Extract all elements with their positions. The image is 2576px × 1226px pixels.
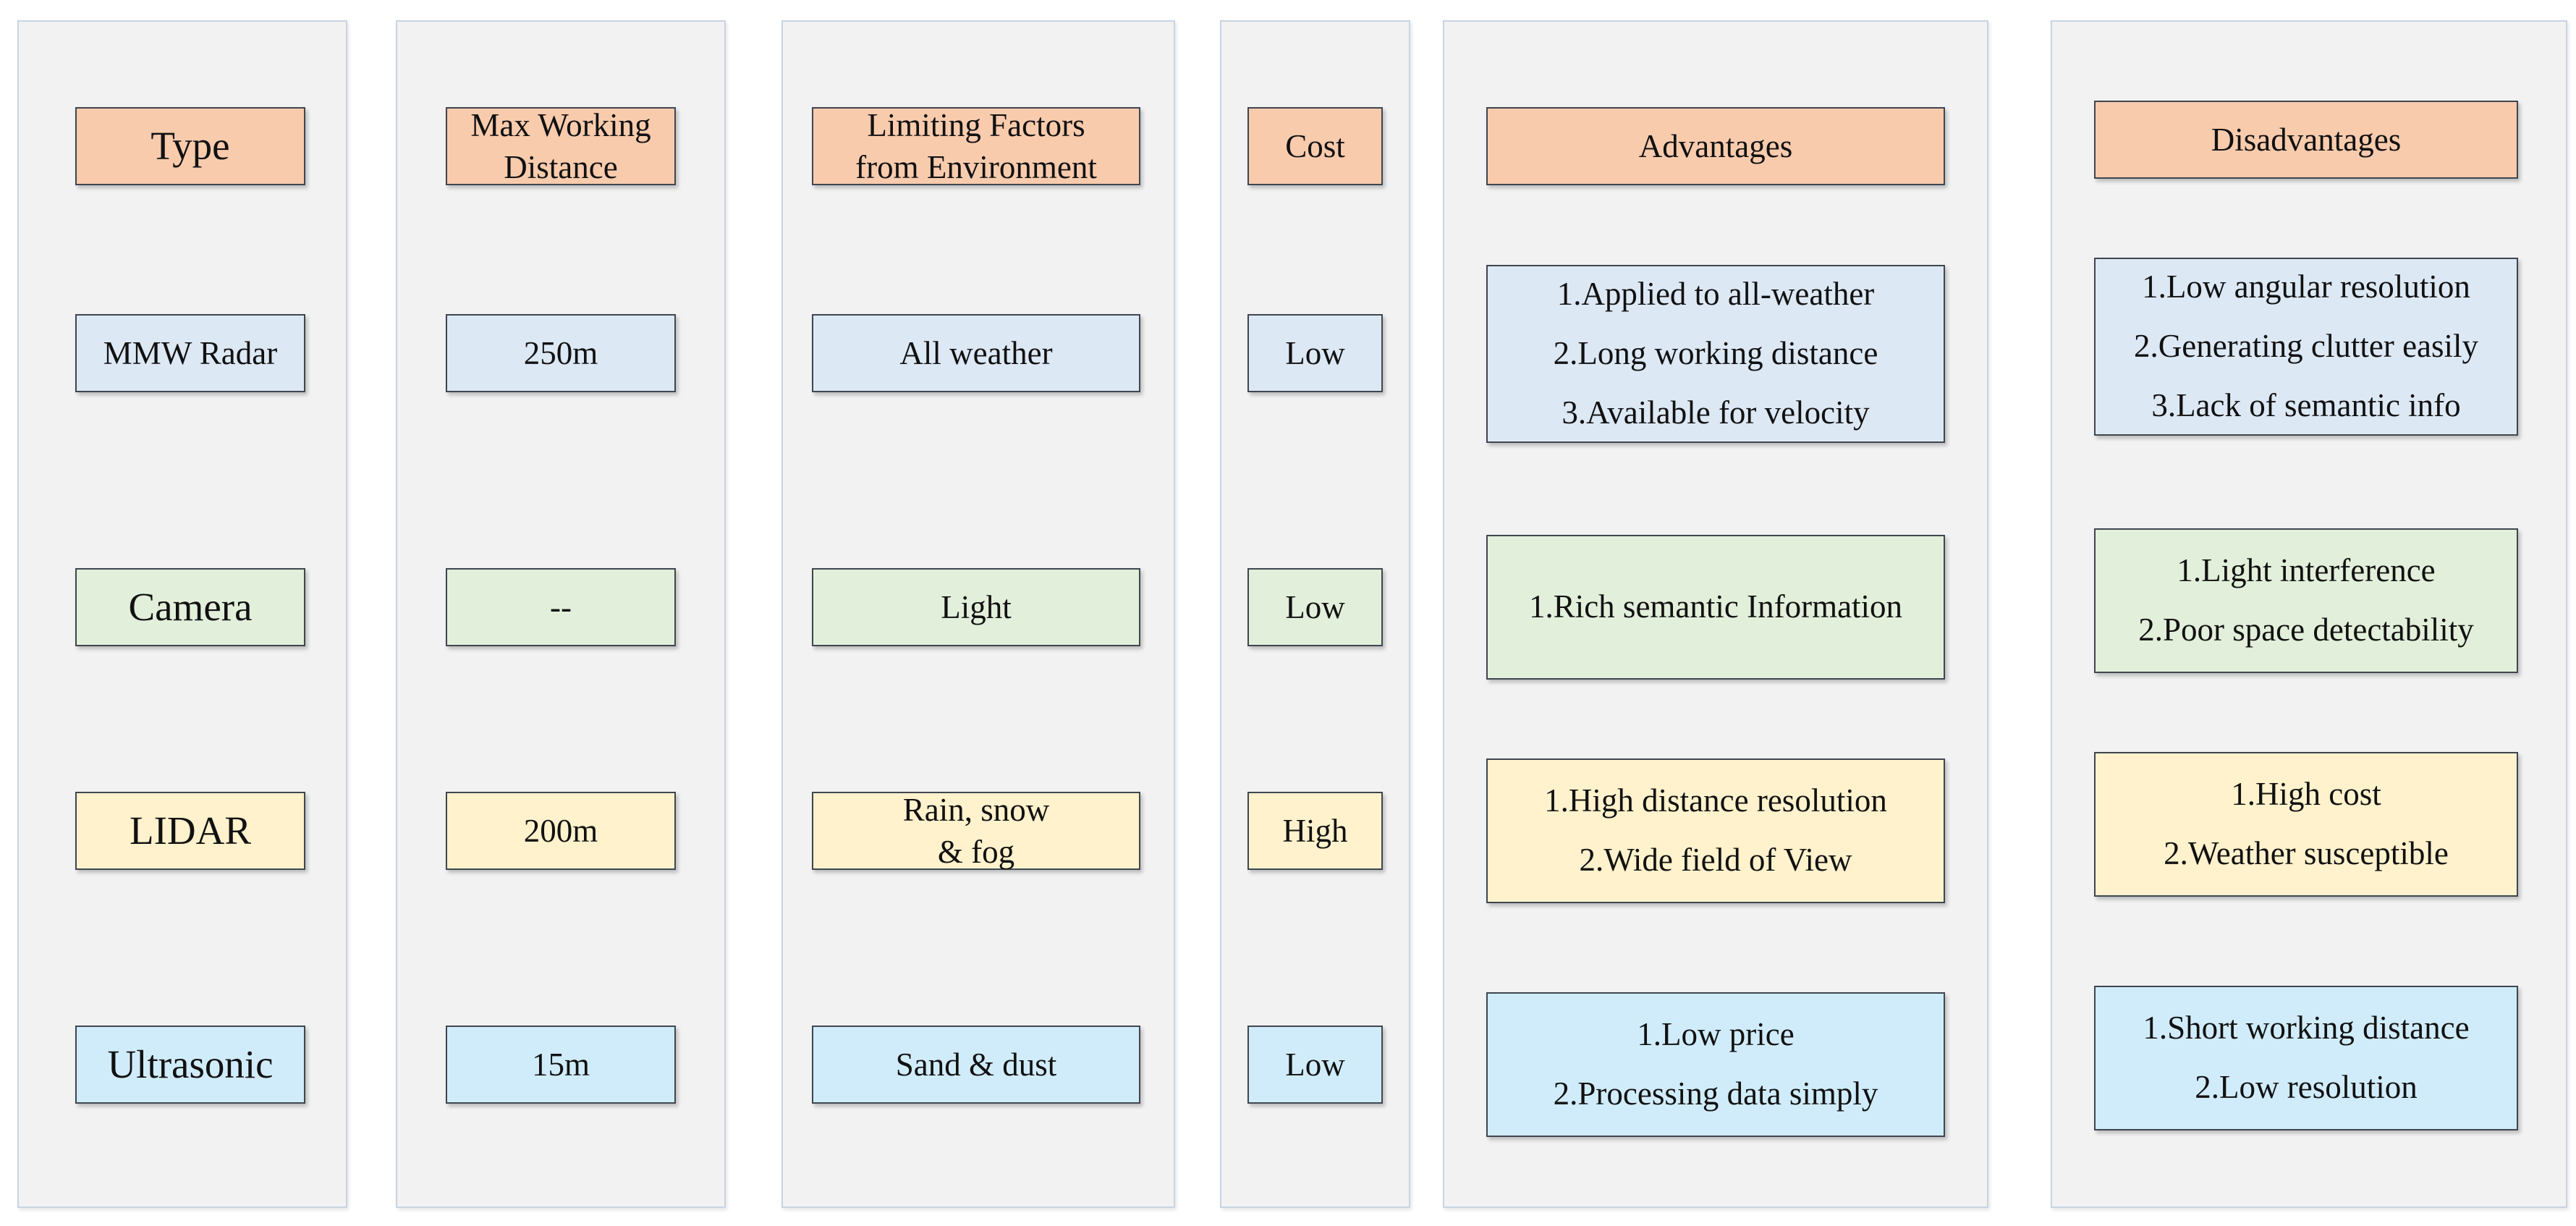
advantages-header: Advantages [1486, 107, 1945, 185]
max-distance-header: Max Working Distance [446, 107, 676, 185]
disadvantages-cell-camera: 1.Light interference 2.Poor space detect… [2094, 528, 2518, 673]
advantages-cell-lidar: 1.High distance resolution 2.Wide field … [1486, 758, 1945, 903]
cost-cell-lidar: High [1247, 792, 1383, 870]
disadvantages-cell-mmw-radar: 1.Low angular resolution 2.Generating cl… [2094, 258, 2518, 436]
disadvantages-cell-lidar: 1.High cost 2.Weather susceptible [2094, 752, 2518, 897]
type-cell-lidar: LIDAR [75, 792, 305, 870]
limiting-header: Limiting Factors from Environment [812, 107, 1140, 185]
type-cell-camera: Camera [75, 568, 305, 646]
type-cell-mmw-radar: MMW Radar [75, 314, 305, 392]
advantages-cell-camera: 1.Rich semantic Information [1486, 535, 1945, 680]
limiting-cell-camera: Light [812, 568, 1140, 646]
max-distance-cell-camera: -- [446, 568, 676, 646]
cost-cell-camera: Low [1247, 568, 1383, 646]
advantages-cell-ultrasonic: 1.Low price 2.Processing data simply [1486, 992, 1945, 1137]
cost-cell-ultrasonic: Low [1247, 1026, 1383, 1104]
max-distance-cell-ultrasonic: 15m [446, 1026, 676, 1104]
cost-cell-mmw-radar: Low [1247, 314, 1383, 392]
cost-header: Cost [1247, 107, 1383, 185]
disadvantages-cell-ultrasonic: 1.Short working distance 2.Low resolutio… [2094, 986, 2518, 1130]
limiting-cell-mmw-radar: All weather [812, 314, 1140, 392]
limiting-cell-lidar: Rain, snow & fog [812, 792, 1140, 870]
max-distance-cell-lidar: 200m [446, 792, 676, 870]
max-distance-cell-mmw-radar: 250m [446, 314, 676, 392]
limiting-cell-ultrasonic: Sand & dust [812, 1026, 1140, 1104]
advantages-cell-mmw-radar: 1.Applied to all-weather 2.Long working … [1486, 265, 1945, 443]
type-cell-ultrasonic: Ultrasonic [75, 1026, 305, 1104]
disadvantages-header: Disadvantages [2094, 101, 2518, 179]
type-header: Type [75, 107, 305, 185]
